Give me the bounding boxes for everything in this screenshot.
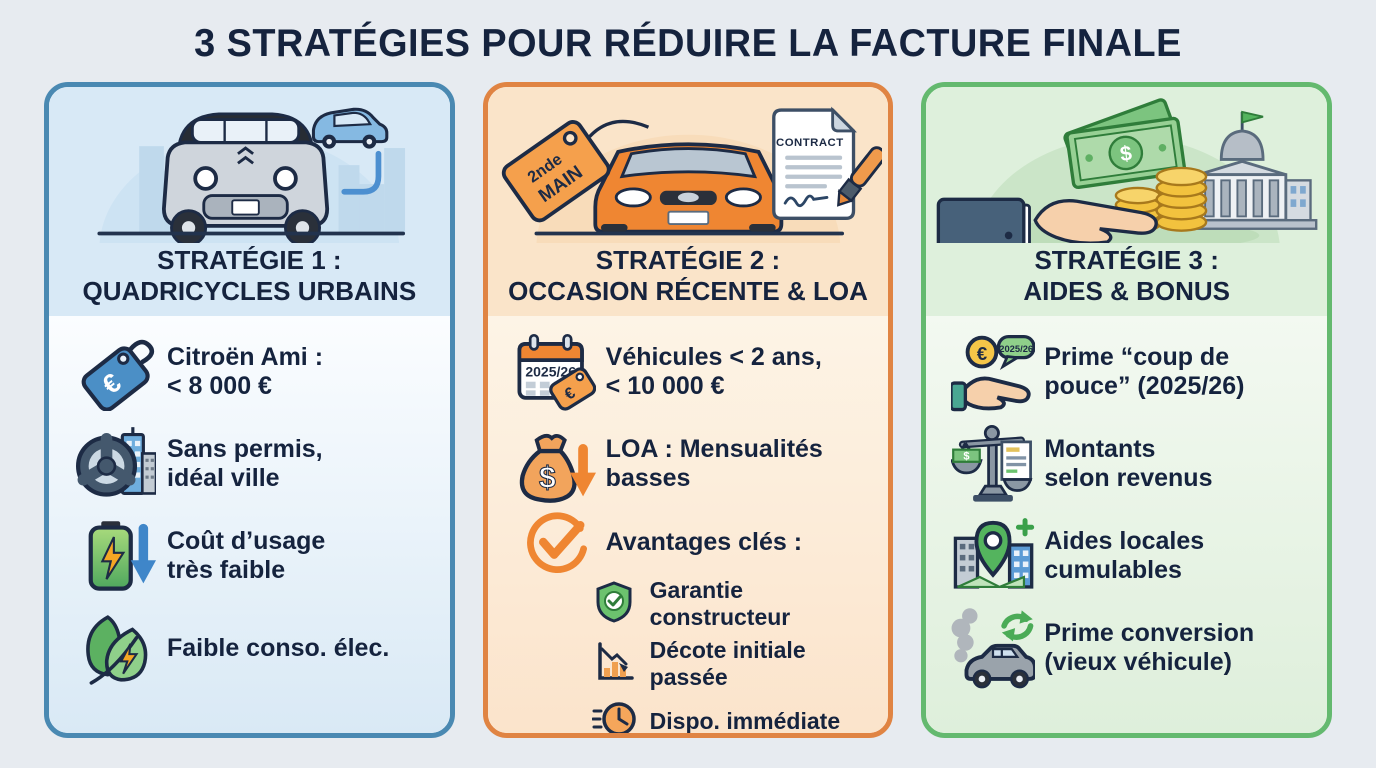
sub-list-item: Décote initiale passée xyxy=(592,637,877,691)
item-text: LOA : Mensualités basses xyxy=(605,435,823,493)
strategy-3-header: $ xyxy=(926,87,1328,317)
bubble-label: 2025/26 xyxy=(1000,343,1034,354)
old-car-recycle-icon xyxy=(942,606,1044,690)
quadricycle-city-illustration-icon xyxy=(97,107,406,243)
svg-text:$: $ xyxy=(539,462,556,495)
steering-wheel-city-icon xyxy=(65,424,167,504)
strategy-3-title: STRATÉGIE 3 : AIDES & BONUS xyxy=(932,245,1321,306)
card-strategy-3: $ xyxy=(921,82,1333,738)
page-title: 3 STRATÉGIES POUR RÉDUIRE LA FACTURE FIN… xyxy=(194,22,1182,65)
strategy-2-title-line2: OCCASION RÉCENTE & LOA xyxy=(508,275,868,306)
money-bills-icon: $ xyxy=(1063,98,1187,190)
list-item: Aides locales cumulables xyxy=(942,510,1315,602)
plus-icon xyxy=(1016,518,1035,537)
map-pin-city-icon xyxy=(942,514,1044,598)
list-item: € Citroën Ami : < 8 000 € xyxy=(65,326,438,418)
orange-car-icon xyxy=(593,142,783,234)
strategy-3-list: € 2025/26 Prime “coup de pouce” (2025/26… xyxy=(926,316,1328,733)
item-text: Montants selon revenus xyxy=(1044,435,1213,493)
svg-text:€: € xyxy=(977,343,988,364)
shield-check-icon xyxy=(592,580,636,629)
item-text: Coût d’usage très faible xyxy=(167,527,326,585)
list-item-advantages-head: Avantages clés : xyxy=(504,510,877,574)
microcar-icon xyxy=(161,112,330,243)
sub-list-item: Garantie constructeur xyxy=(592,577,877,631)
second-hand-tag-icon: 2nde MAIN xyxy=(501,120,611,223)
chart-down-icon xyxy=(592,640,636,689)
connector-hook-line xyxy=(341,150,382,195)
card-strategy-1: STRATÉGIE 1 : QUADRICYCLES URBAINS € xyxy=(44,82,455,738)
speech-bubble-icon: 2025/26 xyxy=(997,335,1036,371)
calendar-tag-icon: 2025/26 € xyxy=(504,331,606,413)
item-text: Faible conso. élec. xyxy=(167,633,390,662)
strategy-2-title-line1: STRATÉGIE 2 : xyxy=(595,245,781,275)
hand-money-government-illustration-icon: $ xyxy=(937,98,1318,243)
hand-euro-bubble-icon: € 2025/26 xyxy=(942,330,1044,414)
item-text: Sans permis, idéal ville xyxy=(167,435,323,493)
list-item: € 2025/26 Prime “coup de pouce” (2025/26… xyxy=(942,326,1315,418)
price-tag-euro-icon: € xyxy=(65,333,167,412)
list-item: Sans permis, idéal ville xyxy=(65,418,438,510)
used-car-contract-illustration-icon: 2nde MAIN CONTRACT xyxy=(501,106,883,243)
sub-item-text: Dispo. immédiate xyxy=(649,708,841,735)
card-strategy-2: 2nde MAIN CONTRACT xyxy=(482,82,894,738)
strategy-2-title: STRATÉGIE 2 : OCCASION RÉCENTE & LOA xyxy=(494,245,883,306)
mini-tag-euro-icon: € xyxy=(548,367,596,411)
signature-squiggle xyxy=(783,194,829,208)
item-text: Citroën Ami : < 8 000 € xyxy=(167,343,324,401)
money-bag-down-icon: $ xyxy=(504,423,606,505)
calendar-label: 2025/26 xyxy=(525,364,576,380)
item-text: Prime conversion (vieux véhicule) xyxy=(1044,619,1255,677)
check-circle-icon xyxy=(504,510,606,574)
citroen-chevrons-icon xyxy=(237,146,254,165)
item-text: Aides locales cumulables xyxy=(1044,527,1205,585)
battery-down-arrow-icon xyxy=(65,516,167,596)
income-document-icon xyxy=(1000,440,1033,482)
contract-document-icon: CONTRACT xyxy=(771,106,883,220)
list-item: $ Mont xyxy=(942,418,1315,510)
item-text: Avantages clés : xyxy=(605,527,803,556)
giving-hand-icon xyxy=(937,197,1159,243)
list-item: 2025/26 € Véhicules < 2 ans, < 10 000 € xyxy=(504,326,877,418)
sub-list-item: Dispo. immédiate xyxy=(591,697,877,735)
list-item: Faible conso. élec. xyxy=(65,602,438,694)
strategy-3-title-line1: STRATÉGIE 3 : xyxy=(1034,245,1219,275)
strategy-1-title-line2: QUADRICYCLES URBAINS xyxy=(82,275,417,306)
item-text: Véhicules < 2 ans, < 10 000 € xyxy=(605,343,822,401)
small-blue-car-icon xyxy=(311,107,389,149)
item-text: Prime “coup de pouce” (2025/26) xyxy=(1044,343,1245,401)
strategy-3-title-line2: AIDES & BONUS xyxy=(1023,275,1230,306)
old-car-icon xyxy=(964,644,1036,689)
svg-text:$: $ xyxy=(964,451,970,463)
list-item: Prime conversion (vieux véhicule) xyxy=(942,602,1315,694)
list-item: $ LOA : Mensualités basses xyxy=(504,418,877,510)
leaf-bolt-icon xyxy=(65,609,167,687)
clock-fast-icon xyxy=(591,697,636,733)
strategy-2-list: 2025/26 € Véhicules < 2 ans, < 10 000 € xyxy=(487,316,889,735)
scale-income-icon: $ xyxy=(942,422,1044,506)
cards-row: STRATÉGIE 1 : QUADRICYCLES URBAINS € xyxy=(44,82,1333,738)
pen-icon xyxy=(836,146,883,207)
strategy-1-title: STRATÉGIE 1 : QUADRICYCLES URBAINS xyxy=(55,245,444,306)
government-building-icon xyxy=(1167,110,1318,230)
sub-item-text: Garantie constructeur xyxy=(649,577,791,631)
smoke-icon xyxy=(951,608,978,663)
strategy-2-header: 2nde MAIN CONTRACT xyxy=(487,87,889,317)
strategy-1-list: € Citroën Ami : < 8 000 € xyxy=(49,316,450,733)
strategy-1-title-line1: STRATÉGIE 1 : xyxy=(157,245,342,275)
list-item: Coût d’usage très faible xyxy=(65,510,438,602)
flag-icon xyxy=(1241,110,1264,124)
strategy-1-header: STRATÉGIE 1 : QUADRICYCLES URBAINS xyxy=(49,87,450,317)
contract-label: CONTRACT xyxy=(776,137,844,149)
sub-item-text: Décote initiale passée xyxy=(649,637,806,691)
svg-text:$: $ xyxy=(1119,142,1134,166)
tag-string xyxy=(588,119,649,138)
